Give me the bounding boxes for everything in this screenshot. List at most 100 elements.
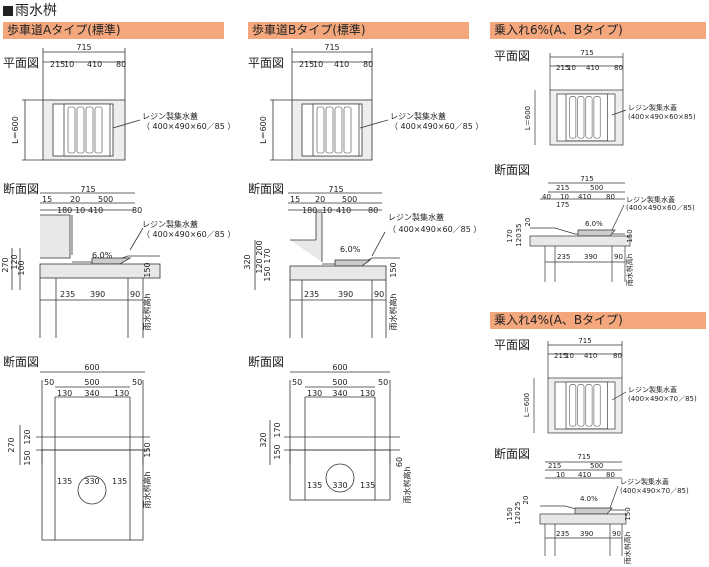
d-plan-text: 715 215 10 410 80 L＝600 レジン製集水蓋 (400×490… <box>523 337 697 417</box>
a-s1-dim-90: 90 <box>130 290 140 299</box>
a-s1-dim-180: 180 <box>57 206 72 215</box>
a-s2-dim-150b: 150 <box>143 442 152 457</box>
c-s-dim-90: 90 <box>614 253 623 261</box>
c-s-dim-20: 20 <box>524 218 532 227</box>
a-section1-label: 断面図 <box>3 182 40 196</box>
c-dim-10: 10 <box>567 64 576 72</box>
c-section-label: 断面図 <box>494 163 531 177</box>
b-s2-dim-60: 60 <box>395 457 404 467</box>
a-s2-dim-135: 135 <box>57 477 72 486</box>
b-dim-715: 715 <box>324 43 339 52</box>
a-s1-dim-10: 10 <box>75 206 85 215</box>
d-s-cover: レジン製集水蓋 <box>620 477 669 486</box>
d-s-slope: 4.0% <box>580 495 598 503</box>
b-s2-dim-130: 130 <box>307 389 322 398</box>
a-section2-drawing <box>19 371 150 541</box>
c-s-depth: 雨水桝高h <box>625 254 634 286</box>
c-cover-note: レジン製集水蓋 <box>628 103 677 112</box>
b-section1-drawing <box>254 192 400 338</box>
c-s-slope: 6.0% <box>585 220 603 228</box>
a-s1-dim-80: 80 <box>132 206 142 215</box>
d-s-depth: 雨水桝高h <box>623 532 632 564</box>
b-s2-depth: 雨水桝高h <box>402 466 412 503</box>
d-s-dim-10: 10 <box>556 471 565 479</box>
a-s1-dim-100: 100 <box>17 260 26 275</box>
b-plan-text: 715 215 10 410 80 L＝600 レジン製集水蓋 （ 400×49… <box>259 43 483 144</box>
d-s-dim-215: 215 <box>548 462 561 470</box>
c-s-spec: (400×490×60／85) <box>626 204 695 212</box>
a-cover-spec: （ 400×490×60／85 ） <box>142 122 235 131</box>
c-s-dim-120: 120 <box>515 233 523 246</box>
a-s1-dim-235: 235 <box>60 290 75 299</box>
d-dim-10: 10 <box>565 352 574 360</box>
c-s-dim-215: 215 <box>556 184 569 192</box>
c-s-dim-500: 500 <box>590 184 603 192</box>
b-s2-dim-135: 135 <box>307 481 322 490</box>
a-s1-dim-410: 410 <box>88 206 103 215</box>
a-s1-dim-15: 15 <box>42 195 52 204</box>
section-header-a: 歩車道Aタイプ(標準) <box>3 22 224 39</box>
d-s-dim-20: 20 <box>522 496 530 505</box>
b-cover-note: レジン製集水蓋 <box>390 111 446 121</box>
d-s-dim-235: 235 <box>556 530 569 538</box>
b-section2-drawing <box>269 371 400 501</box>
c-s-dim-390: 390 <box>584 253 597 261</box>
b-s1-slope: 6.0% <box>340 245 361 254</box>
b-s1-depth: 雨水桝高h <box>388 293 398 330</box>
d-s-dim-150: 150 <box>624 507 632 520</box>
b-s2-dim-600: 600 <box>332 363 347 372</box>
c-dim-80: 80 <box>614 64 623 72</box>
d-s-dim-500: 500 <box>590 462 603 470</box>
b-s1-dim-715: 715 <box>328 185 343 194</box>
d-s-dim-80: 80 <box>606 471 615 479</box>
a-s1-spec: （ 400×490×60／85 ） <box>142 230 235 239</box>
b-s2-dim-150: 150 <box>273 444 282 459</box>
d-s-dim-390: 390 <box>580 530 593 538</box>
d-cover-spec: (400×490×70／85) <box>628 395 697 403</box>
a-plan-text: 715 215 10 410 80 L＝600 レジン製集水蓋 （ 400×49… <box>11 43 235 144</box>
b-s1-dim-120: 120 <box>255 258 264 273</box>
a-s2-dim-330: 330 <box>84 477 99 486</box>
c-s-dim-715: 715 <box>580 175 593 183</box>
b-s2-dim-130b: 130 <box>360 389 375 398</box>
d-s-spec: (400×490×70／85) <box>620 487 689 495</box>
b-s2-dim-50: 50 <box>292 378 302 387</box>
a-plan-label: 平面図 <box>3 56 40 70</box>
b-dim-600: L＝600 <box>259 116 268 144</box>
d-dim-600: L＝600 <box>523 393 531 417</box>
a-dim-10: 10 <box>64 60 74 69</box>
a-s2-dim-130b: 130 <box>114 389 129 398</box>
a-section1-text: 715 15 20 500 180 10 410 80 6.0% レジン製集水蓋… <box>1 185 235 331</box>
a-s1-dim-715: 715 <box>80 185 95 194</box>
d-section-drawing <box>539 461 627 556</box>
c-dim-410: 410 <box>586 64 599 72</box>
b-section1-text: 715 15 20 500 180 10 410 80 6.0% レジン製集水蓋… <box>243 185 481 331</box>
a-s2-dim-50b: 50 <box>132 378 142 387</box>
d-dim-410: 410 <box>584 352 597 360</box>
c-dim-215: 215 <box>556 64 569 72</box>
b-s2-dim-135b: 135 <box>360 481 375 490</box>
page-title-text: 雨水桝 <box>15 3 57 19</box>
b-dim-410: 410 <box>334 60 349 69</box>
c-s-dim-40: 40 <box>542 193 551 201</box>
d-cover-note: レジン製集水蓋 <box>628 385 677 394</box>
b-s2-dim-50b: 50 <box>378 378 388 387</box>
d-section-text: 715 215 500 10 410 80 4.0% レジン製集水蓋 (400×… <box>506 453 689 564</box>
c-s-dim-410: 410 <box>578 193 591 201</box>
a-s1-dim-270: 270 <box>1 257 10 272</box>
a-s2-dim-130: 130 <box>57 389 72 398</box>
a-s2-dim-340: 340 <box>84 389 99 398</box>
d-s-dim-410: 410 <box>578 471 591 479</box>
a-s2-dim-500: 500 <box>84 378 99 387</box>
a-s2-dim-50: 50 <box>44 378 54 387</box>
section-header-d: 乗入れ4%(A、Bタイプ) <box>490 312 706 329</box>
b-section2-text: 600 50 500 50 130 340 130 320 170 150 60… <box>259 363 412 504</box>
page-title: 雨水桝 <box>3 2 57 20</box>
b-s1-dim-10: 10 <box>322 206 332 215</box>
c-s-dim-150: 150 <box>626 229 634 242</box>
section-header-b: 歩車道Bタイプ(標準) <box>248 22 469 39</box>
a-cover-note: レジン製集水蓋 <box>142 111 198 121</box>
b-s2-dim-340: 340 <box>332 389 347 398</box>
b-s1-dim-150: 150 <box>263 266 272 281</box>
